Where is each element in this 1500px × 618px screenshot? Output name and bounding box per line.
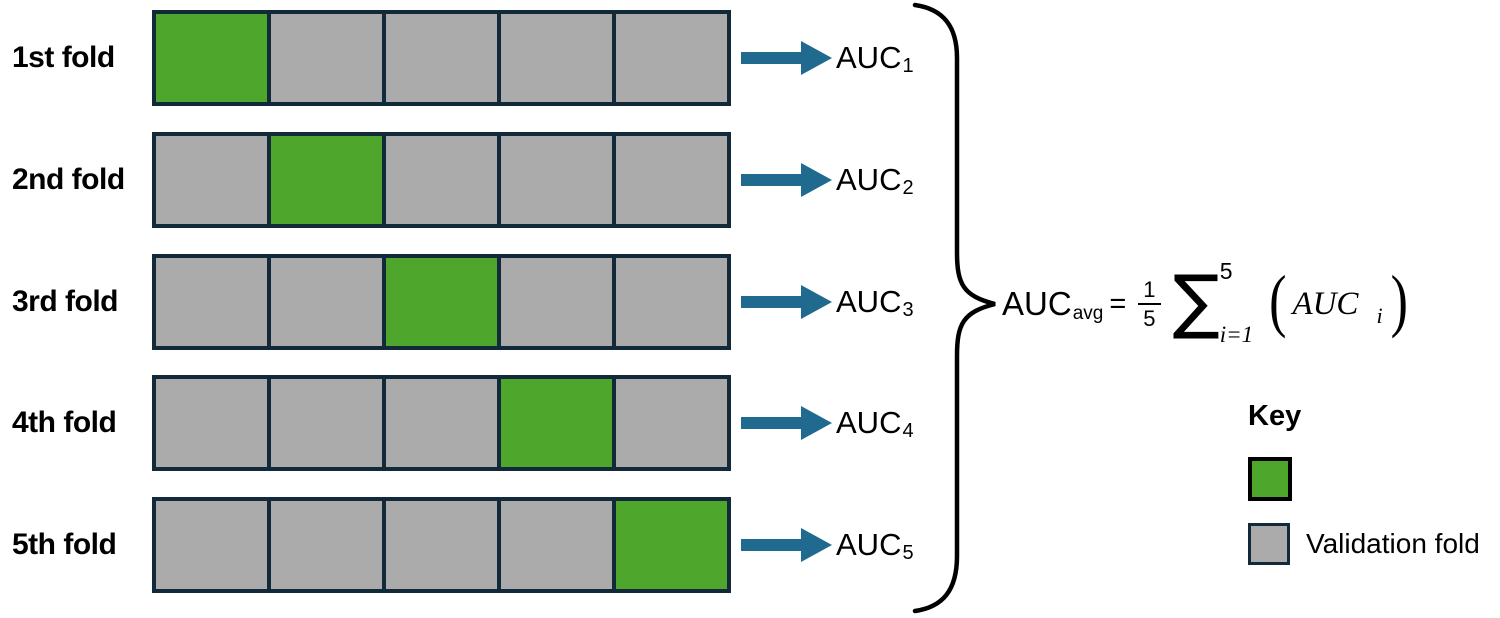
plain-cell <box>386 501 497 589</box>
plain-cell <box>271 14 382 102</box>
summation-lower-limit: i=1 <box>1219 322 1254 347</box>
right-arrow-icon <box>741 285 832 319</box>
close-parenthesis: ) <box>1390 262 1408 340</box>
fold-cells <box>152 132 731 228</box>
summation-limits: 5 i=1 <box>1220 258 1253 350</box>
plain-cell <box>386 379 497 467</box>
highlighted-cell <box>271 136 382 224</box>
fold-cells <box>152 497 731 593</box>
summation-upper-limit: 5 <box>1219 258 1233 284</box>
plain-cell <box>271 501 382 589</box>
fraction-denominator: 5 <box>1143 306 1156 331</box>
curly-brace <box>912 2 996 614</box>
plain-cell <box>616 379 727 467</box>
fold-label: 2nd fold <box>12 163 125 196</box>
right-arrow-icon <box>741 528 832 562</box>
plain-cell <box>501 136 612 224</box>
fraction-one-fifth: 1 5 <box>1138 277 1161 332</box>
auc-text: AUC <box>836 527 902 562</box>
auc-text: AUC <box>836 405 902 440</box>
open-parenthesis: ( <box>1269 262 1287 340</box>
formula-term-subscript: i <box>1376 303 1383 328</box>
summation: ∑ 5 i=1 <box>1173 258 1254 350</box>
highlighted-cell <box>156 14 267 102</box>
right-arrow-icon <box>741 406 832 440</box>
plain-cell <box>616 136 727 224</box>
legend-item-label: Validation fold <box>1306 528 1480 559</box>
auc-text: AUC <box>836 162 902 197</box>
right-arrow-icon <box>741 41 832 75</box>
legend-item <box>1248 457 1480 501</box>
plain-cell <box>501 14 612 102</box>
fold-label: 3rd fold <box>12 285 119 318</box>
fraction-numerator: 1 <box>1138 277 1161 305</box>
legend-items: Validation fold <box>1248 457 1480 565</box>
plain-cell <box>501 258 612 346</box>
plain-cell <box>156 379 267 467</box>
plain-cell <box>386 136 497 224</box>
fold-label: 5th fold <box>12 528 117 561</box>
plain-cell <box>386 14 497 102</box>
plain-cell <box>271 258 382 346</box>
legend: Key Validation fold <box>1248 400 1480 565</box>
auc-text: AUC <box>836 284 902 319</box>
plain-cell <box>156 501 267 589</box>
highlighted-cell <box>386 258 497 346</box>
plain-cell <box>616 14 727 102</box>
fold-cells <box>152 10 731 106</box>
fold-label: 4th fold <box>12 406 117 439</box>
right-arrow-icon <box>741 163 832 197</box>
fold-label: 1st fold <box>12 41 115 74</box>
legend-title: Key <box>1248 400 1302 432</box>
legend-item: Validation fold <box>1248 523 1480 565</box>
plain-cell <box>156 136 267 224</box>
plain-cell <box>501 501 612 589</box>
plain-cell <box>156 258 267 346</box>
equals-sign: = <box>1109 287 1127 320</box>
fold-cells <box>152 375 731 471</box>
green-swatch <box>1248 457 1292 501</box>
gray-swatch <box>1248 523 1290 565</box>
highlighted-cell <box>616 501 727 589</box>
formula-lhs: AUC <box>1002 285 1072 322</box>
formula-term: AUC <box>1292 285 1359 322</box>
plain-cell <box>271 379 382 467</box>
auc-text: AUC <box>836 40 902 75</box>
fold-cells <box>152 254 731 350</box>
sigma-symbol: ∑ <box>1172 260 1220 343</box>
highlighted-cell <box>501 379 612 467</box>
plain-cell <box>616 258 727 346</box>
